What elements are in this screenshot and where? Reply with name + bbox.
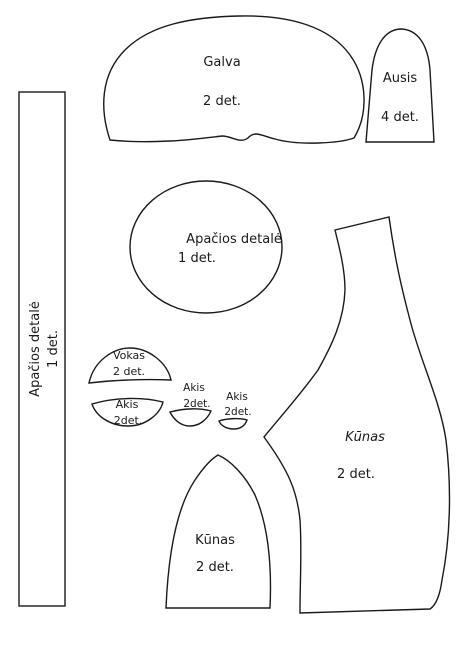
akis-left-count: 2det. [114, 414, 143, 427]
vokas-piece: Vokas 2 det. [88, 347, 172, 384]
apacios-round-piece: Apačios detalė 1 det. [129, 180, 283, 314]
akis-right-count: 2det. [224, 406, 251, 418]
apacios-round-label: Apačios detalė [186, 232, 282, 247]
akis-mid-count: 2det. [183, 398, 210, 410]
galva-label: Galva [203, 55, 240, 70]
galva-count: 2 det. [203, 94, 241, 109]
akis-left-label: Akis [116, 398, 139, 411]
kunas-small-outline [165, 454, 272, 609]
ausis-count: 4 det. [381, 110, 419, 125]
apacios-strip-label: Apačios detalė [28, 301, 43, 397]
akis-right-piece: Akis 2det. [218, 391, 252, 430]
akis-mid-piece: Akis 2det. [168, 382, 212, 427]
apacios-strip-piece: Apačios detalė 1 det. [18, 91, 66, 607]
akis-left-outline [91, 397, 164, 427]
apacios-round-outline [129, 180, 283, 314]
akis-right-outline [218, 417, 248, 430]
kunas-large-outline [263, 216, 451, 614]
kunas-small-count: 2 det. [196, 560, 234, 575]
ausis-outline [365, 28, 435, 143]
ausis-label: Ausis [383, 71, 418, 86]
apacios-strip-outline [18, 91, 66, 607]
akis-left-piece: Akis 2det. [91, 397, 164, 427]
kunas-large-count: 2 det. [337, 467, 375, 482]
akis-mid-outline [168, 408, 212, 427]
galva-piece: Galva 2 det. [103, 15, 365, 144]
apacios-strip-count: 1 det. [46, 330, 61, 368]
akis-mid-label: Akis [183, 382, 205, 394]
kunas-large-piece: Kūnas 2 det. [263, 216, 451, 614]
vokas-label: Vokas [113, 349, 145, 362]
vokas-count: 2 det. [113, 365, 145, 378]
kunas-small-piece: Kūnas 2 det. [165, 454, 272, 609]
akis-right-label: Akis [226, 391, 248, 403]
vokas-outline [88, 347, 172, 384]
kunas-large-label: Kūnas [345, 430, 385, 445]
galva-outline [103, 15, 365, 144]
kunas-small-label: Kūnas [195, 533, 235, 548]
ausis-piece: Ausis 4 det. [365, 28, 435, 143]
apacios-round-count: 1 det. [178, 251, 216, 266]
